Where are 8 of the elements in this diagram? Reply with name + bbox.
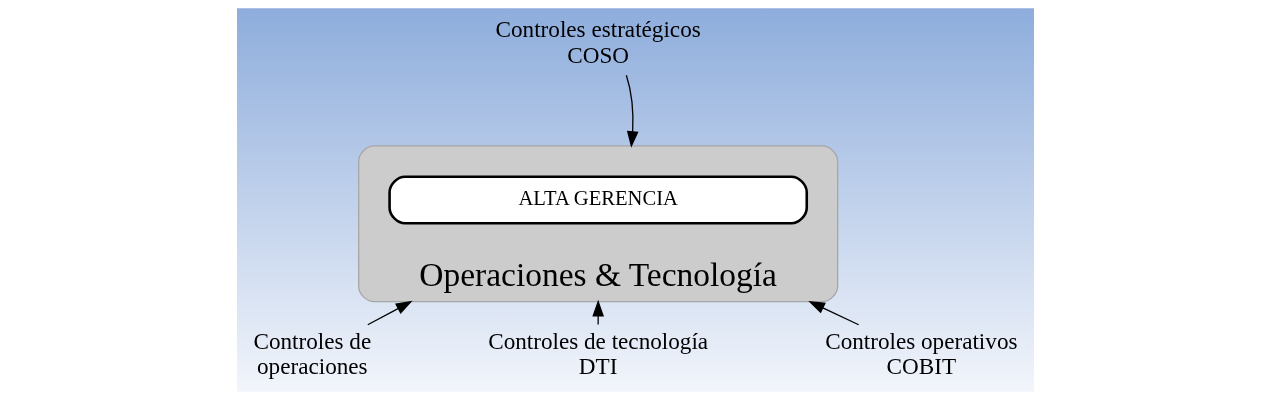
node-text: Controles estratégicos COSO [495,15,701,68]
node-text: Controles de operaciones [252,327,371,380]
arrow [366,300,413,326]
node-text: Controles operativos COBIT [824,327,1017,380]
node-box: ALTA GERENCIA [387,175,808,225]
node-text: Controles de tecnología DTI [487,327,708,380]
arrow [807,300,859,326]
arrow [625,74,639,148]
